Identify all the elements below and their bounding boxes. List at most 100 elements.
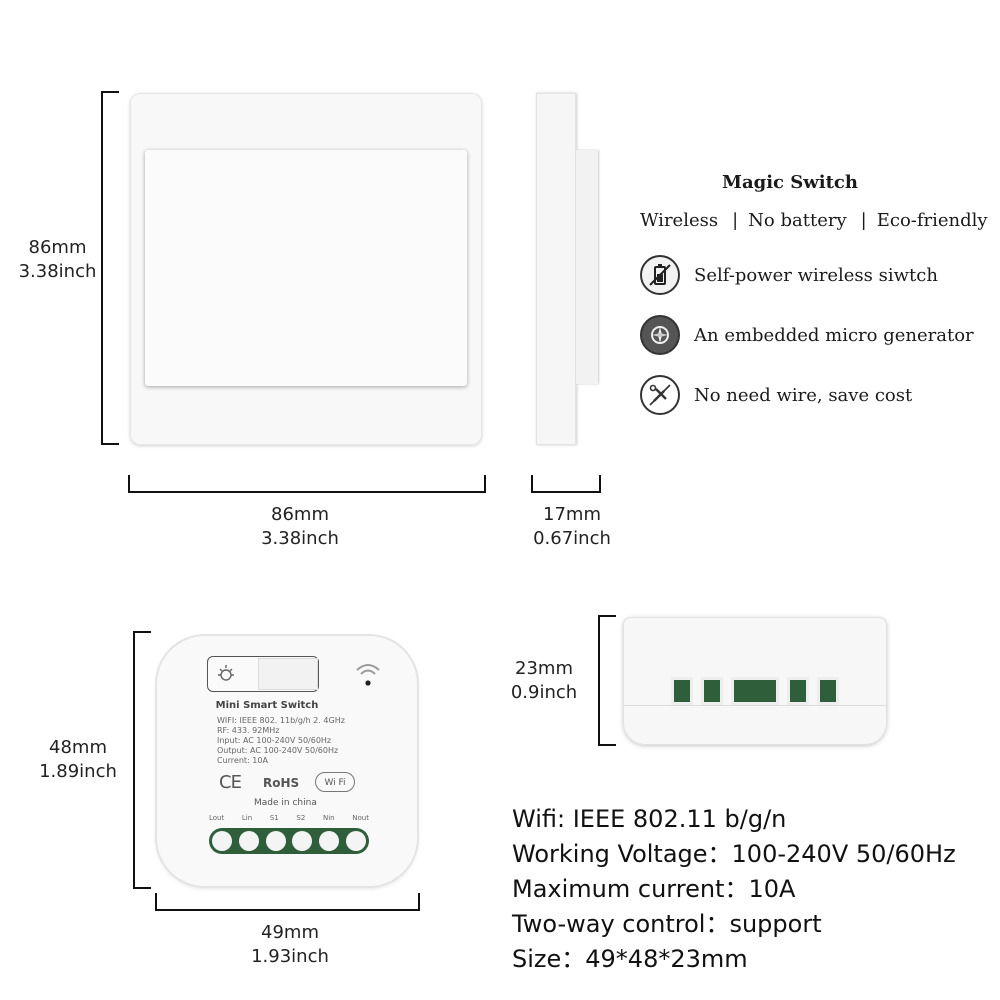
module-height-cap-bottom <box>133 887 151 889</box>
pairing-button[interactable] <box>207 656 319 692</box>
height-dimension-line <box>101 91 103 445</box>
module-side-dimension-line <box>598 615 600 746</box>
feature-row-no-wire: No need wire, save cost <box>640 375 912 415</box>
module-side-view <box>623 617 887 745</box>
feature-text-self-power: Self-power wireless siwtch <box>694 264 938 286</box>
module-side-height-mm: 23mm <box>515 658 573 679</box>
spec-two-way-control: Two-way control：support <box>512 910 822 938</box>
width-dimension-cap-left <box>128 475 130 493</box>
label-line-current: Current: 10A <box>217 756 268 765</box>
tagline-separator: | <box>860 210 867 231</box>
module-side-height-inch: 0.9inch <box>510 682 578 703</box>
module-side-cap-top <box>598 615 616 617</box>
switch-depth-inch: 0.67inch <box>533 528 611 549</box>
spec-size: Size：49*48*23mm <box>512 945 748 973</box>
side-terminal-slot <box>671 677 693 705</box>
spec-working-voltage: Working Voltage：100-240V 50/60Hz <box>512 840 956 868</box>
feature-text-generator: An embedded micro generator <box>694 324 974 346</box>
feature-row-generator: An embedded micro generator <box>640 315 974 355</box>
tagline-wireless: Wireless <box>640 210 719 231</box>
module-side-seam <box>623 705 887 706</box>
side-terminal-slot <box>787 677 809 705</box>
height-dimension-cap-bottom <box>101 443 119 445</box>
spec-list: Wifi: IEEE 802.11 b/g/n Working Voltage：… <box>512 802 992 977</box>
switch-width-label: 86mm 3.38inch <box>240 503 360 551</box>
ce-mark: CE <box>219 772 242 793</box>
terminal-screw <box>212 831 233 851</box>
width-dimension-cap-right <box>484 475 486 493</box>
module-width-cap-right <box>418 893 420 911</box>
wifi-badge: Wi Fi <box>315 772 355 792</box>
module-width-cap-left <box>155 893 157 911</box>
terminal-block <box>209 828 369 854</box>
terminal-label-lout: Lout <box>209 814 225 822</box>
spec-wifi: Wifi: IEEE 802.11 b/g/n <box>512 805 787 833</box>
switch-width-mm: 86mm <box>271 504 329 525</box>
label-line-wifi: WIFI: IEEE 802. 11b/g/h 2. 4GHz <box>217 716 345 725</box>
tagline-separator: | <box>732 210 739 231</box>
feature-text-no-wire: No need wire, save cost <box>694 384 913 406</box>
depth-dimension-cap-left <box>531 475 533 493</box>
side-terminal-slot <box>701 677 723 705</box>
side-terminal-slot <box>817 677 839 705</box>
terminal-screw <box>238 831 259 851</box>
module-height-inch: 1.89inch <box>39 761 117 782</box>
module-height-mm: 48mm <box>49 737 107 758</box>
module-height-label: 48mm 1.89inch <box>28 736 128 784</box>
wall-switch-front <box>130 93 482 445</box>
label-line-rf: RF: 433. 92MHz <box>217 726 280 735</box>
wall-switch-side-rocker <box>576 150 598 384</box>
button-window <box>258 658 318 690</box>
terminal-screw <box>292 831 313 851</box>
switch-depth-label: 17mm 0.67inch <box>512 503 632 551</box>
module-side-cap-bottom <box>598 744 616 746</box>
terminal-screw <box>265 831 286 851</box>
wall-switch-rocker <box>145 150 467 386</box>
switch-depth-mm: 17mm <box>543 504 601 525</box>
width-dimension-line <box>128 491 486 493</box>
module-height-cap-top <box>133 631 151 633</box>
spec-maximum-current: Maximum current：10A <box>512 875 796 903</box>
module-width-dimension-line <box>155 909 420 911</box>
tagline-no-battery: No battery <box>748 210 847 231</box>
module-width-mm: 49mm <box>261 922 319 943</box>
tagline-eco-friendly: Eco-friendly <box>876 210 988 231</box>
side-terminal-slot <box>731 677 779 705</box>
side-terminal-slots <box>671 677 839 705</box>
depth-dimension-line <box>531 491 601 493</box>
terminal-labels: Lout Lin S1 S2 Nin Nout <box>209 814 369 822</box>
mini-smart-switch-module: Mini Smart Switch WIFI: IEEE 802. 11b/g/… <box>157 636 417 886</box>
module-height-dimension-line <box>133 631 135 889</box>
magic-switch-tagline: Wireless | No battery | Eco-friendly <box>640 210 995 231</box>
module-width-inch: 1.93inch <box>251 946 329 967</box>
terminal-screw <box>345 831 366 851</box>
switch-width-inch: 3.38inch <box>261 528 339 549</box>
module-label-title: Mini Smart Switch <box>215 700 319 711</box>
terminal-label-nin: Nin <box>322 814 335 822</box>
label-line-output: Output: AC 100-240V 50/60Hz <box>217 746 339 755</box>
rohs-mark: RoHS <box>263 776 300 790</box>
light-bulb-icon <box>214 662 238 686</box>
terminal-label-lin: Lin <box>241 814 253 822</box>
made-in-label: Made in china <box>254 798 317 808</box>
battery-icon <box>640 255 680 295</box>
terminal-label-nout: Nout <box>352 814 369 822</box>
switch-height-inch: 3.38inch <box>18 261 97 282</box>
label-line-input: Input: AC 100-240V 50/60Hz <box>217 736 332 745</box>
feature-row-self-power: Self-power wireless siwtch <box>640 255 938 295</box>
height-dimension-cap-top <box>101 91 119 93</box>
terminal-screw <box>318 831 339 851</box>
magic-switch-title: Magic Switch <box>722 172 858 193</box>
wifi-signal-icon <box>353 658 383 688</box>
wall-switch-side <box>536 93 576 445</box>
switch-height-label: 86mm 3.38inch <box>10 236 105 284</box>
terminal-label-s1: S1 <box>269 814 279 822</box>
switch-height-mm: 86mm <box>28 237 87 258</box>
module-label-specs: WIFI: IEEE 802. 11b/g/h 2. 4GHz RF: 433.… <box>217 716 407 766</box>
terminal-label-s2: S2 <box>296 814 306 822</box>
no-wire-icon <box>640 375 680 415</box>
depth-dimension-cap-right <box>599 475 601 493</box>
generator-icon <box>640 315 680 355</box>
module-width-label: 49mm 1.93inch <box>230 921 350 969</box>
module-side-height-label: 23mm 0.9inch <box>494 657 594 705</box>
